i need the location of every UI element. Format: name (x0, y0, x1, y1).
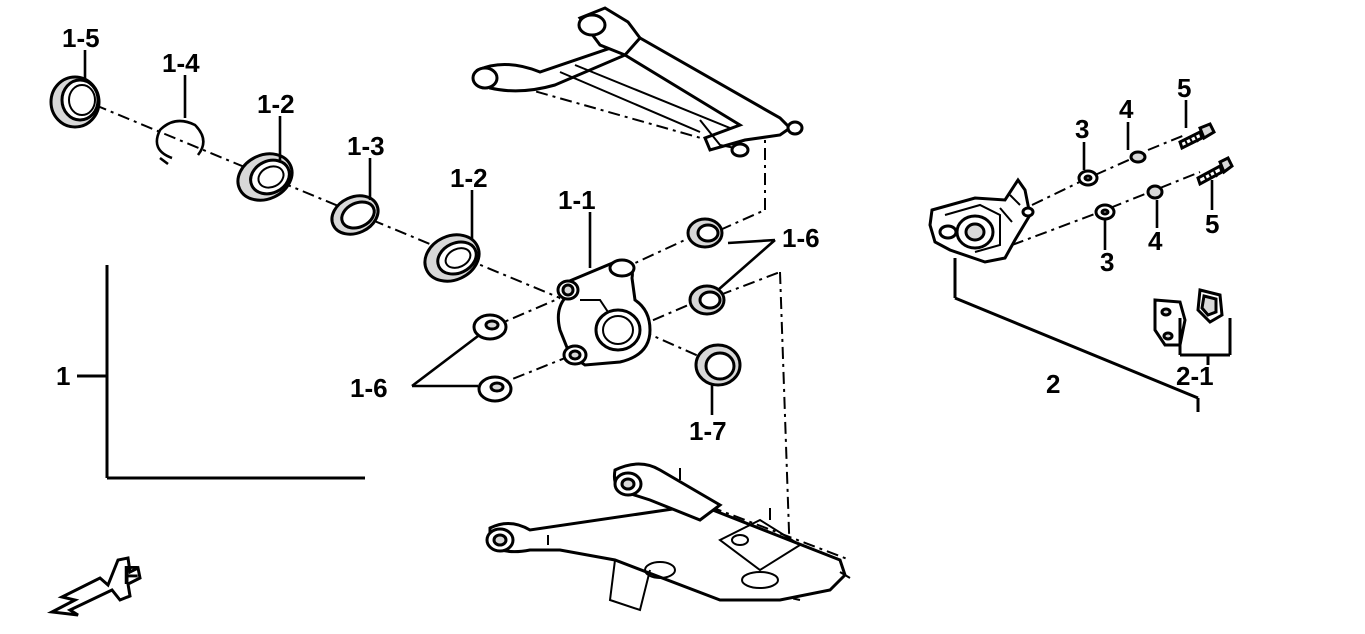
front-direction-marker: F (46, 556, 142, 617)
label-main-assembly: 1 (56, 361, 70, 391)
bushing-1-6-upper-right (686, 217, 724, 249)
label-washer-lower: 3 (1100, 247, 1114, 277)
label-knuckle: 1-1 (558, 185, 596, 215)
seal-1-3 (330, 194, 380, 236)
outer-seal-1-5 (49, 75, 101, 129)
circlip-1-4 (155, 119, 205, 166)
washer-3-upper (1077, 169, 1099, 187)
label-circlip: 1-4 (162, 48, 200, 78)
label-bushing-upper: 1-6 (782, 223, 820, 253)
group-bracket-1 (77, 265, 365, 480)
dust-seal-1-7 (694, 343, 742, 387)
bushing-1-6-upper-left (472, 313, 508, 341)
label-seal: 1-3 (347, 131, 385, 161)
bolt-5-lower (1196, 155, 1234, 187)
part-labels: 1-5 1-4 1-2 1-3 1-2 1-1 1-6 1-6 1-7 1 2 … (56, 23, 1219, 446)
bushing-1-6-lower-left (477, 375, 513, 403)
washer-3-lower (1094, 203, 1116, 221)
bolt-5-upper (1178, 122, 1216, 151)
label-bearing-b: 1-2 (450, 163, 488, 193)
bearing-1-2-a (236, 152, 294, 202)
lock-washer-4-lower (1146, 184, 1164, 200)
label-bolt-lower: 5 (1205, 209, 1219, 239)
label-bolt-upper: 5 (1177, 73, 1191, 103)
lower-a-arm (485, 462, 851, 612)
label-pad-set: 2-1 (1176, 361, 1214, 391)
brake-caliper-2 (928, 177, 1035, 264)
leader-lines (83, 50, 1232, 415)
bushing-1-6-lower-right (688, 284, 726, 316)
label-dust-seal: 1-7 (689, 416, 727, 446)
label-lock-washer-lower: 4 (1148, 226, 1163, 256)
lock-washer-4-upper (1129, 150, 1147, 164)
label-washer-upper: 3 (1075, 114, 1089, 144)
brake-pads-2-1 (1153, 288, 1224, 347)
label-bushing-lower: 1-6 (350, 373, 388, 403)
front-marker-label: F (123, 560, 139, 590)
label-caliper: 2 (1046, 369, 1060, 399)
label-bearing-a: 1-2 (257, 89, 295, 119)
label-lock-washer-upper: 4 (1119, 94, 1134, 124)
knuckle-1-1 (556, 258, 652, 367)
bearing-1-2-b (423, 233, 481, 283)
label-outer-seal: 1-5 (62, 23, 100, 53)
upper-a-arm (471, 6, 804, 158)
